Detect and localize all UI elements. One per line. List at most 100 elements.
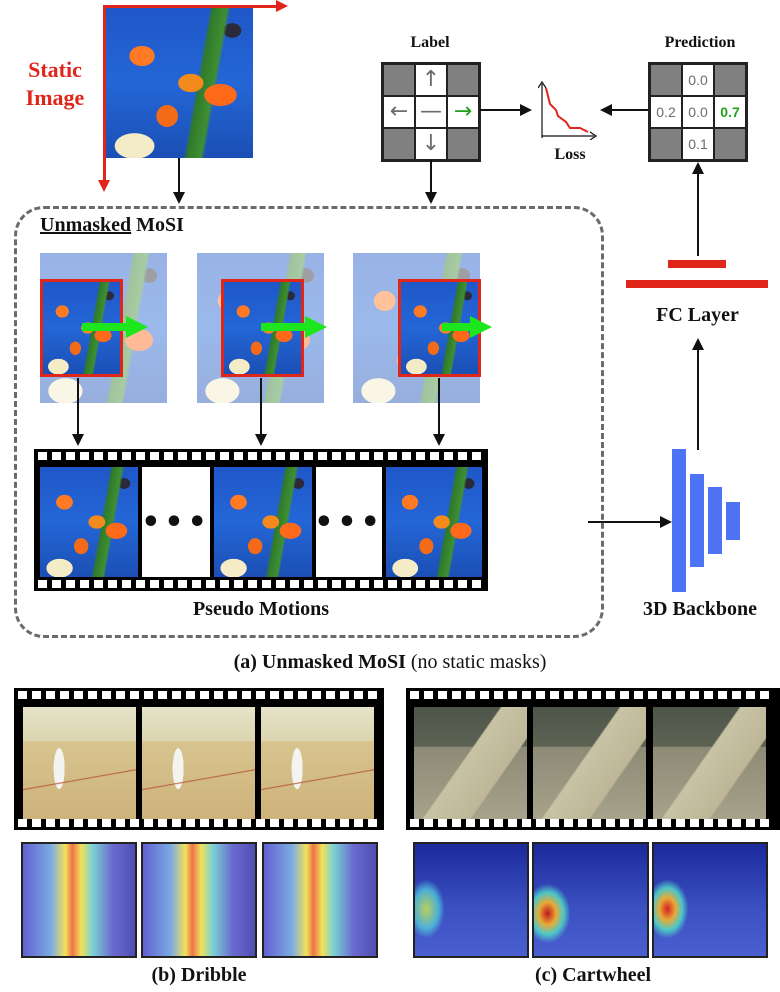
static-label-line2: Image [25, 85, 85, 110]
film-frame-1 [40, 467, 138, 577]
arrow-down-icon: ↓ [421, 131, 441, 156]
arrow-label-to-loss-line [480, 109, 522, 111]
arrow-crop2-head-icon [255, 434, 267, 446]
fc-small-bar [668, 260, 726, 268]
pred-cell-center: 0.0 [682, 96, 714, 128]
label-cell-br [447, 128, 479, 160]
title-rest: MoSI [131, 214, 184, 236]
pred-cell-right: 0.7 [714, 96, 746, 128]
arrow-up-icon: ↑ [421, 67, 441, 92]
cartwheel-heatmap-2 [532, 842, 649, 958]
dribble-heatmap-2 [141, 842, 257, 958]
static-image-label: Static Image [10, 56, 100, 112]
pred-cell-bl [650, 128, 682, 160]
arrow-static-to-box-line [178, 158, 180, 194]
motion-arrow-3-head-icon [470, 316, 492, 338]
arrow-fc-to-pred-head-icon [692, 162, 704, 174]
arrow-label-to-box-line [430, 160, 432, 194]
dribble-frame-1 [23, 707, 136, 819]
film-holes-top [406, 688, 780, 702]
pred-cell-tl [650, 64, 682, 96]
cartwheel-frame-3 [653, 707, 766, 819]
film-frame-2 [214, 467, 312, 577]
backbone-label: 3D Backbone [643, 598, 757, 620]
arrow-pred-to-loss-line [610, 109, 648, 111]
arrow-film-to-backbone-head-icon [660, 516, 672, 528]
x-axis-arrow-head-icon [276, 0, 288, 12]
dribble-film-strip [14, 688, 384, 830]
film-holes-bottom [406, 816, 780, 830]
motion-arrow-2-head-icon [305, 316, 327, 338]
motion-arrow-1-head-icon [126, 316, 148, 338]
motion-arrow-1-shaft [82, 323, 128, 331]
arrow-label-to-box-head-icon [425, 192, 437, 204]
pred-cell-br [714, 128, 746, 160]
dribble-heatmap-1 [21, 842, 137, 958]
loss-curve-icon [538, 80, 598, 140]
pred-cell-down: 0.1 [682, 128, 714, 160]
y-axis-arrow-line [103, 5, 106, 181]
arrow-crop1-head-icon [72, 434, 84, 446]
arrow-crop1-to-film [77, 378, 79, 438]
x-axis-arrow-line [103, 5, 281, 8]
cartwheel-heatmap-1 [413, 842, 529, 958]
unmasked-mosi-title: Unmasked MoSI [40, 214, 184, 237]
label-cell-bl [383, 128, 415, 160]
y-axis-arrow-head-icon [98, 180, 110, 192]
film-holes-top [34, 449, 488, 463]
arrow-pred-to-loss-head-icon [600, 104, 612, 116]
pred-cell-up: 0.0 [682, 64, 714, 96]
label-cell-right: → [447, 96, 479, 128]
arrow-label-to-loss-head-icon [520, 104, 532, 116]
backbone-layer-2 [690, 474, 704, 567]
motion-arrow-2-shaft [261, 323, 307, 331]
pseudo-motions-label: Pseudo Motions [192, 598, 330, 620]
prediction-grid: 0.0 0.2 0.0 0.7 0.1 [648, 62, 748, 162]
label-cell-down: ↓ [415, 128, 447, 160]
no-motion-icon: — [420, 99, 442, 124]
backbone-layer-3 [708, 487, 722, 554]
caption-a-bold: (a) Unmasked MoSI [233, 651, 406, 673]
arrow-static-to-box-head-icon [173, 192, 185, 204]
film-ellipsis-1: ••• [141, 467, 210, 577]
motion-arrow-3-shaft [442, 323, 472, 331]
arrow-left-icon: ← [389, 99, 409, 124]
title-underlined: Unmasked [40, 214, 132, 236]
pred-cell-tr [714, 64, 746, 96]
cartwheel-frame-1 [414, 707, 527, 819]
fc-layer-label: FC Layer [656, 304, 739, 326]
film-frame-3 [386, 467, 482, 577]
label-cell-center: — [415, 96, 447, 128]
label-cell-up: ↑ [415, 64, 447, 96]
caption-a: (a) Unmasked MoSI (no static masks) [0, 651, 780, 674]
label-cell-tr [447, 64, 479, 96]
arrow-crop2-to-film [260, 378, 262, 438]
static-fish-image [105, 8, 253, 158]
arrow-crop3-to-film [438, 378, 440, 438]
film-holes-top [14, 688, 384, 702]
backbone-layer-1 [672, 449, 686, 592]
label-cell-left: ← [383, 96, 415, 128]
unmasked-mosi-box [14, 206, 604, 638]
label-cell-tl [383, 64, 415, 96]
film-ellipsis-2: ••• [314, 467, 382, 577]
prediction-heading: Prediction [664, 34, 736, 51]
caption-b: (b) Dribble [151, 964, 247, 986]
fc-large-bar [626, 280, 768, 288]
cartwheel-frame-2 [533, 707, 646, 819]
label-grid: ↑ ← — → ↓ [381, 62, 481, 162]
arrow-backbone-to-fc-head-icon [692, 338, 704, 350]
backbone-layer-4 [726, 502, 740, 540]
arrow-film-to-backbone-line [588, 521, 662, 523]
caption-c: (c) Cartwheel [534, 964, 652, 986]
film-holes-bottom [34, 577, 488, 591]
label-heading: Label [410, 34, 450, 51]
arrow-fc-to-pred-line [697, 172, 699, 256]
dribble-heatmap-3 [262, 842, 378, 958]
loss-label: Loss [554, 146, 586, 163]
caption-a-normal: (no static masks) [405, 651, 547, 673]
dribble-frame-3 [261, 707, 374, 819]
arrow-backbone-to-fc-line [697, 350, 699, 450]
arrow-crop3-head-icon [433, 434, 445, 446]
film-holes-bottom [14, 816, 384, 830]
